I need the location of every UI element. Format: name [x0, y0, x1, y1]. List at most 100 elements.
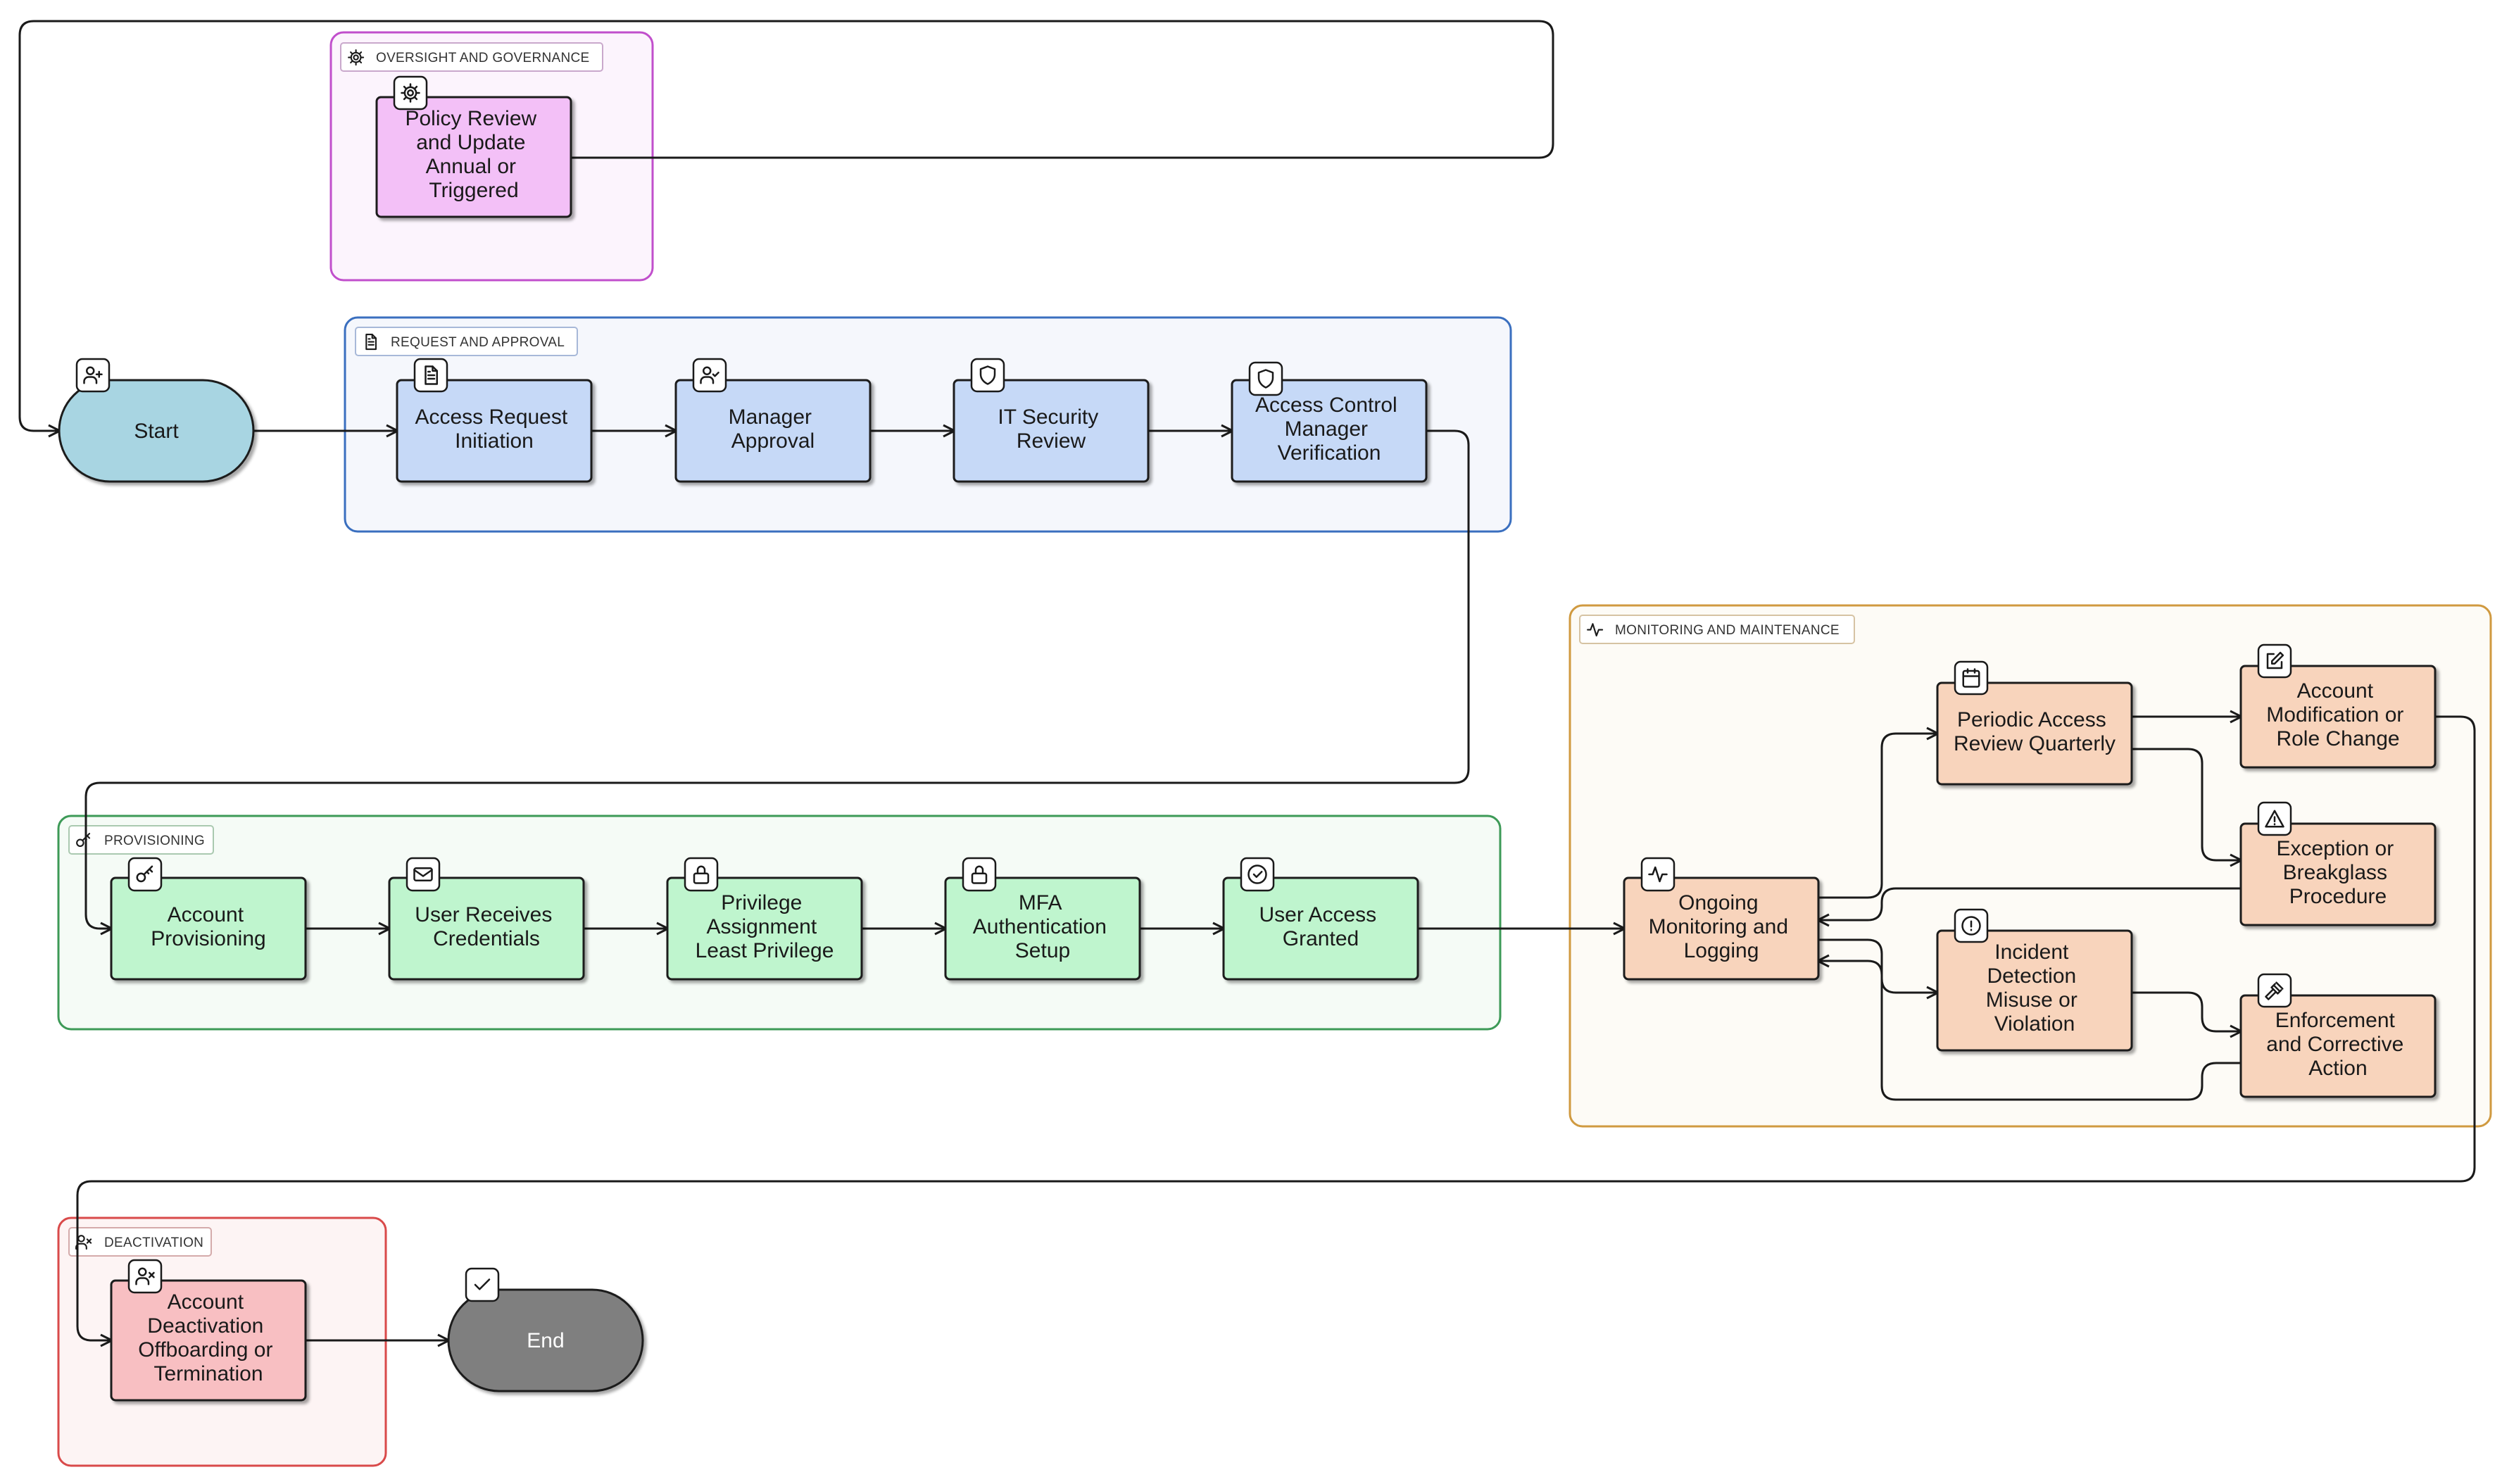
key-icon [127, 857, 163, 892]
node-account-modification[interactable]: Account Modification or Role Change [2239, 643, 2437, 769]
edge-monitor-to-periodic [1818, 727, 1940, 899]
node-user-access-granted[interactable]: User Access Granted [1222, 857, 1419, 981]
node-end[interactable]: End [447, 1267, 644, 1392]
edge-incident-to-enforce [2132, 991, 2243, 1038]
node-periodic-line-1: Periodic Access [1957, 708, 2106, 731]
node-policy-review[interactable]: Policy Review and Update Annual or Trigg… [375, 75, 572, 218]
svg-text:User Receives Credenti: User Receives Credentials [415, 903, 558, 950]
node-access-request-line-2: Initiation [455, 429, 534, 453]
node-incident-line-1: Incident [1994, 941, 2069, 964]
node-monitor-line-2: Monitoring and [1649, 915, 1788, 938]
node-account-provisioning[interactable]: Account Provisioning [110, 857, 307, 981]
check-icon [465, 1267, 500, 1302]
node-privilege-line-3: Least Privilege [696, 939, 834, 962]
edge-exception-to-monitor [1816, 887, 2241, 927]
node-policy-line-3: Annual or [426, 155, 516, 178]
svg-text:Access Control Manager: Access Control Manager Verification [1255, 394, 1403, 465]
node-incident-detection[interactable]: Incident Detection Misuse or Violation [1936, 908, 2133, 1052]
node-mfa-setup[interactable]: MFA Authentication Setup [944, 857, 1141, 981]
svg-text:Policy Review and Upda: Policy Review and Update Annual or Trigg… [405, 107, 542, 202]
node-modify-line-3: Role Change [2276, 727, 2399, 750]
edge-periodic-to-exception [2132, 748, 2243, 867]
svg-text:REQUEST AND APPROVAL: REQUEST AND APPROVAL [391, 335, 565, 350]
svg-text:IT Security Review: IT Security Review [998, 405, 1104, 453]
user-check-icon [692, 358, 727, 393]
alert-triangle-icon [2257, 801, 2292, 836]
group-deactivation-label: DEACTIVATION [68, 1227, 212, 1257]
node-enforcement-action[interactable]: Enforcement and Corrective Action [2239, 973, 2437, 1098]
node-enforce-line-2: and Corrective [2266, 1033, 2403, 1056]
svg-text:Privilege Assignment: Privilege Assignment Least Privilege [696, 891, 834, 962]
node-monitor-line-3: Logging [1684, 939, 1759, 962]
node-itsec-line-1: IT Security [998, 405, 1098, 429]
node-acm-line-1: Access Control [1255, 394, 1397, 417]
edge-acm-to-provisioning [84, 429, 1470, 936]
nodes-layer: Policy Review and Update Annual or Trigg… [58, 75, 2437, 1402]
document-icon [413, 358, 448, 393]
svg-text:Manager Approval: Manager Approval [729, 405, 818, 453]
node-granted-line-1: User Access [1259, 903, 1376, 926]
group-provisioning-label: PROVISIONING [68, 825, 214, 855]
node-privilege-assignment[interactable]: Privilege Assignment Least Privilege [666, 857, 863, 981]
node-policy-line-2: and Update [416, 131, 525, 154]
node-access-request-line-1: Access Request [415, 405, 567, 429]
node-access-control-verification[interactable]: Access Control Manager Verification [1231, 361, 1428, 483]
svg-text:DEACTIVATION: DEACTIVATION [104, 1235, 203, 1250]
svg-text:User Access Granted: User Access Granted [1259, 903, 1382, 950]
node-ongoing-monitoring[interactable]: Ongoing Monitoring and Logging [1623, 857, 1820, 981]
node-it-security-review[interactable]: IT Security Review [953, 358, 1150, 483]
group-monitoring-label: MONITORING AND MAINTENANCE [1579, 615, 1855, 644]
node-manager-approval[interactable]: Manager Approval [674, 358, 872, 483]
svg-text:Start: Start [134, 420, 179, 443]
node-provisioning-line-1: Account [168, 903, 244, 926]
svg-text:Exception or Breakglas: Exception or Breakglass Procedure [2276, 837, 2399, 908]
node-enforce-line-1: Enforcement [2275, 1009, 2396, 1032]
group-request-box [344, 316, 1512, 533]
shield-icon [1248, 361, 1283, 396]
node-modify-line-1: Account [2297, 679, 2374, 703]
group-request-label: REQUEST AND APPROVAL [355, 327, 578, 356]
node-granted-line-2: Granted [1283, 927, 1359, 950]
node-exception-breakglass[interactable]: Exception or Breakglass Procedure [2239, 801, 2437, 926]
node-provisioning-line-2: Provisioning [151, 927, 265, 950]
node-periodic-review[interactable]: Periodic Access Review Quarterly [1936, 660, 2133, 786]
node-exception-line-3: Procedure [2289, 885, 2387, 908]
node-mfa-line-3: Setup [1015, 939, 1070, 962]
svg-text:MONITORING AND MAINTENANCE: MONITORING AND MAINTENANCE [1615, 623, 1840, 638]
node-access-request[interactable]: Access Request Initiation [396, 358, 593, 483]
lock-icon [962, 857, 997, 892]
svg-text:Periodic Access Review: Periodic Access Review Quarterly [1954, 708, 2116, 755]
svg-text:Account Modification o: Account Modification or Role Change [2266, 679, 2409, 750]
node-monitor-line-1: Ongoing [1678, 891, 1758, 914]
group-governance-label: OVERSIGHT AND GOVERNANCE [340, 42, 603, 72]
alert-circle-icon [1954, 908, 1989, 943]
node-exception-line-1: Exception or [2276, 837, 2394, 860]
svg-text:Access Request Initiat: Access Request Initiation [415, 405, 573, 453]
node-deact-line-2: Deactivation [147, 1314, 263, 1338]
edge-enforce-to-monitor [1816, 954, 2241, 1101]
node-deact-line-4: Termination [153, 1362, 263, 1385]
node-user-receives-credentials[interactable]: User Receives Credentials [388, 857, 585, 981]
svg-text:PROVISIONING: PROVISIONING [104, 834, 205, 848]
node-policy-line-4: Triggered [429, 179, 518, 202]
node-periodic-line-2: Review Quarterly [1954, 732, 2116, 755]
node-incident-line-2: Detection [1987, 964, 2076, 988]
node-policy-line-1: Policy Review [405, 107, 536, 130]
svg-text:Account Deactivation: Account Deactivation Offboarding or Term… [138, 1290, 279, 1385]
svg-text:MFA Authentication: MFA Authentication Setup [973, 891, 1112, 962]
user-x-icon [127, 1259, 163, 1294]
node-incident-line-4: Violation [1994, 1012, 2075, 1036]
activity-icon [1640, 857, 1676, 892]
edge-policy-to-start [18, 20, 1554, 438]
node-deact-line-3: Offboarding or [138, 1338, 272, 1362]
node-account-deactivation[interactable]: Account Deactivation Offboarding or Term… [110, 1259, 307, 1402]
svg-text:End: End [527, 1329, 564, 1352]
node-start[interactable]: Start [58, 358, 255, 483]
node-enforce-line-3: Action [2308, 1057, 2367, 1080]
node-privilege-line-2: Assignment [706, 915, 817, 938]
edit-icon [2257, 643, 2292, 679]
gavel-icon [2257, 973, 2292, 1008]
edges-layer [18, 20, 2476, 1347]
node-credentials-line-1: User Receives [415, 903, 552, 926]
node-end-label: End [527, 1329, 564, 1352]
